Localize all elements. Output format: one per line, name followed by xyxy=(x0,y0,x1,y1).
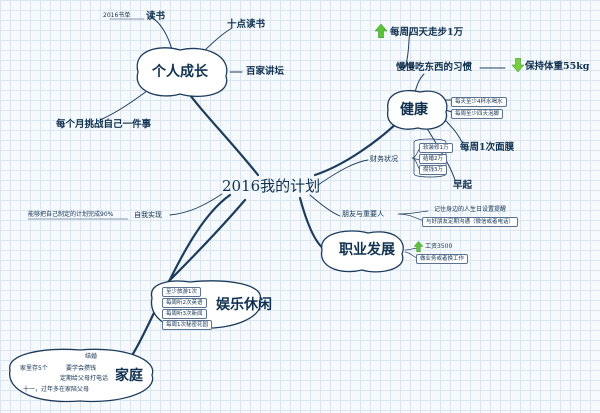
health-water[interactable]: 每天至少4杯水喝水 xyxy=(451,97,507,108)
career-topic[interactable]: 职业发展 xyxy=(339,242,395,258)
bubble-health xyxy=(387,89,448,130)
growth-challenge[interactable]: 每个月挑战自己一件事 xyxy=(56,119,152,130)
leisure-item-3[interactable]: 每周听3次新闻 xyxy=(162,309,207,320)
branch-self xyxy=(169,193,223,216)
leisure-topic[interactable]: 娱乐休闲 xyxy=(216,297,272,313)
health-mask[interactable]: 每周1次面膜 xyxy=(460,142,515,153)
family-call[interactable]: 定期给父母打电话 xyxy=(60,375,109,382)
bubble-growth xyxy=(136,47,228,97)
friends-communicate[interactable]: 与好朋友定期沟通（微信或者电话） xyxy=(422,217,519,228)
career-job[interactable]: 做业务或者换工作 xyxy=(416,254,469,265)
growth-read[interactable]: 读书 xyxy=(146,11,166,22)
growth-lecture[interactable]: 百家讲坛 xyxy=(246,66,285,77)
branch-friends xyxy=(309,194,341,217)
family-visit[interactable]: 十一，过年多在家陪父母 xyxy=(23,386,90,393)
bubble-career xyxy=(321,230,404,273)
career-salary[interactable]: 工资3500 xyxy=(425,243,453,250)
self-topic[interactable]: 自我实现 xyxy=(134,211,162,219)
branch-finance xyxy=(317,159,369,186)
health-walk[interactable]: 每周四天走步1万 xyxy=(390,27,464,38)
arrow-up-icon xyxy=(375,24,387,38)
family-marry[interactable]: 结婚 xyxy=(85,353,98,360)
link-eat-slow xyxy=(414,73,425,93)
family-save[interactable]: 家里存5个 xyxy=(20,365,48,372)
leisure-item-4[interactable]: 每周1次秘密花园 xyxy=(162,320,212,331)
leisure-item-2[interactable]: 每周听2次英语 xyxy=(162,298,207,309)
self-detail[interactable]: 能够把自己制定的计划完成90% xyxy=(28,211,114,218)
health-topic[interactable]: 健康 xyxy=(400,102,428,118)
growth-book-list[interactable]: 2016书单 xyxy=(103,12,131,19)
friends-birthday[interactable]: 记住身边的人生日设置提醒 xyxy=(434,206,507,213)
family-money[interactable]: 要学会攒钱 xyxy=(66,365,97,372)
branch-growth xyxy=(183,86,260,177)
finance-item-3[interactable]: 攒钱3万 xyxy=(419,165,447,176)
growth-ten-read[interactable]: 十点读书 xyxy=(227,19,266,30)
arrow-up-icon xyxy=(414,241,423,252)
branch-health xyxy=(313,116,404,177)
link-read xyxy=(151,17,173,51)
branch-leisure xyxy=(166,198,247,284)
family-topic[interactable]: 家庭 xyxy=(115,368,143,384)
bubble-family xyxy=(9,348,154,403)
finance-topic[interactable]: 财务状况 xyxy=(370,155,398,163)
health-weight[interactable]: 保持体重55kg xyxy=(525,61,590,72)
health-early[interactable]: 早起 xyxy=(453,180,473,191)
health-foot[interactable]: 每周至少四天泡脚 xyxy=(451,109,504,120)
friends-topic[interactable]: 朋友与重要人 xyxy=(342,210,384,218)
leisure-item-1[interactable]: 至少旅游1次 xyxy=(162,287,201,298)
link-mask xyxy=(444,119,463,143)
health-eat-slow[interactable]: 慢慢吃东西的习惯 xyxy=(396,62,473,73)
root-topic[interactable]: 2016我的计划 xyxy=(222,177,321,195)
finance-item-1[interactable]: 软装修1万 xyxy=(419,143,453,154)
growth-topic[interactable]: 个人成长 xyxy=(152,64,208,80)
finance-item-2[interactable]: 结婚2万 xyxy=(419,154,447,165)
link-walk xyxy=(404,31,411,69)
arrow-down-icon xyxy=(512,58,524,72)
